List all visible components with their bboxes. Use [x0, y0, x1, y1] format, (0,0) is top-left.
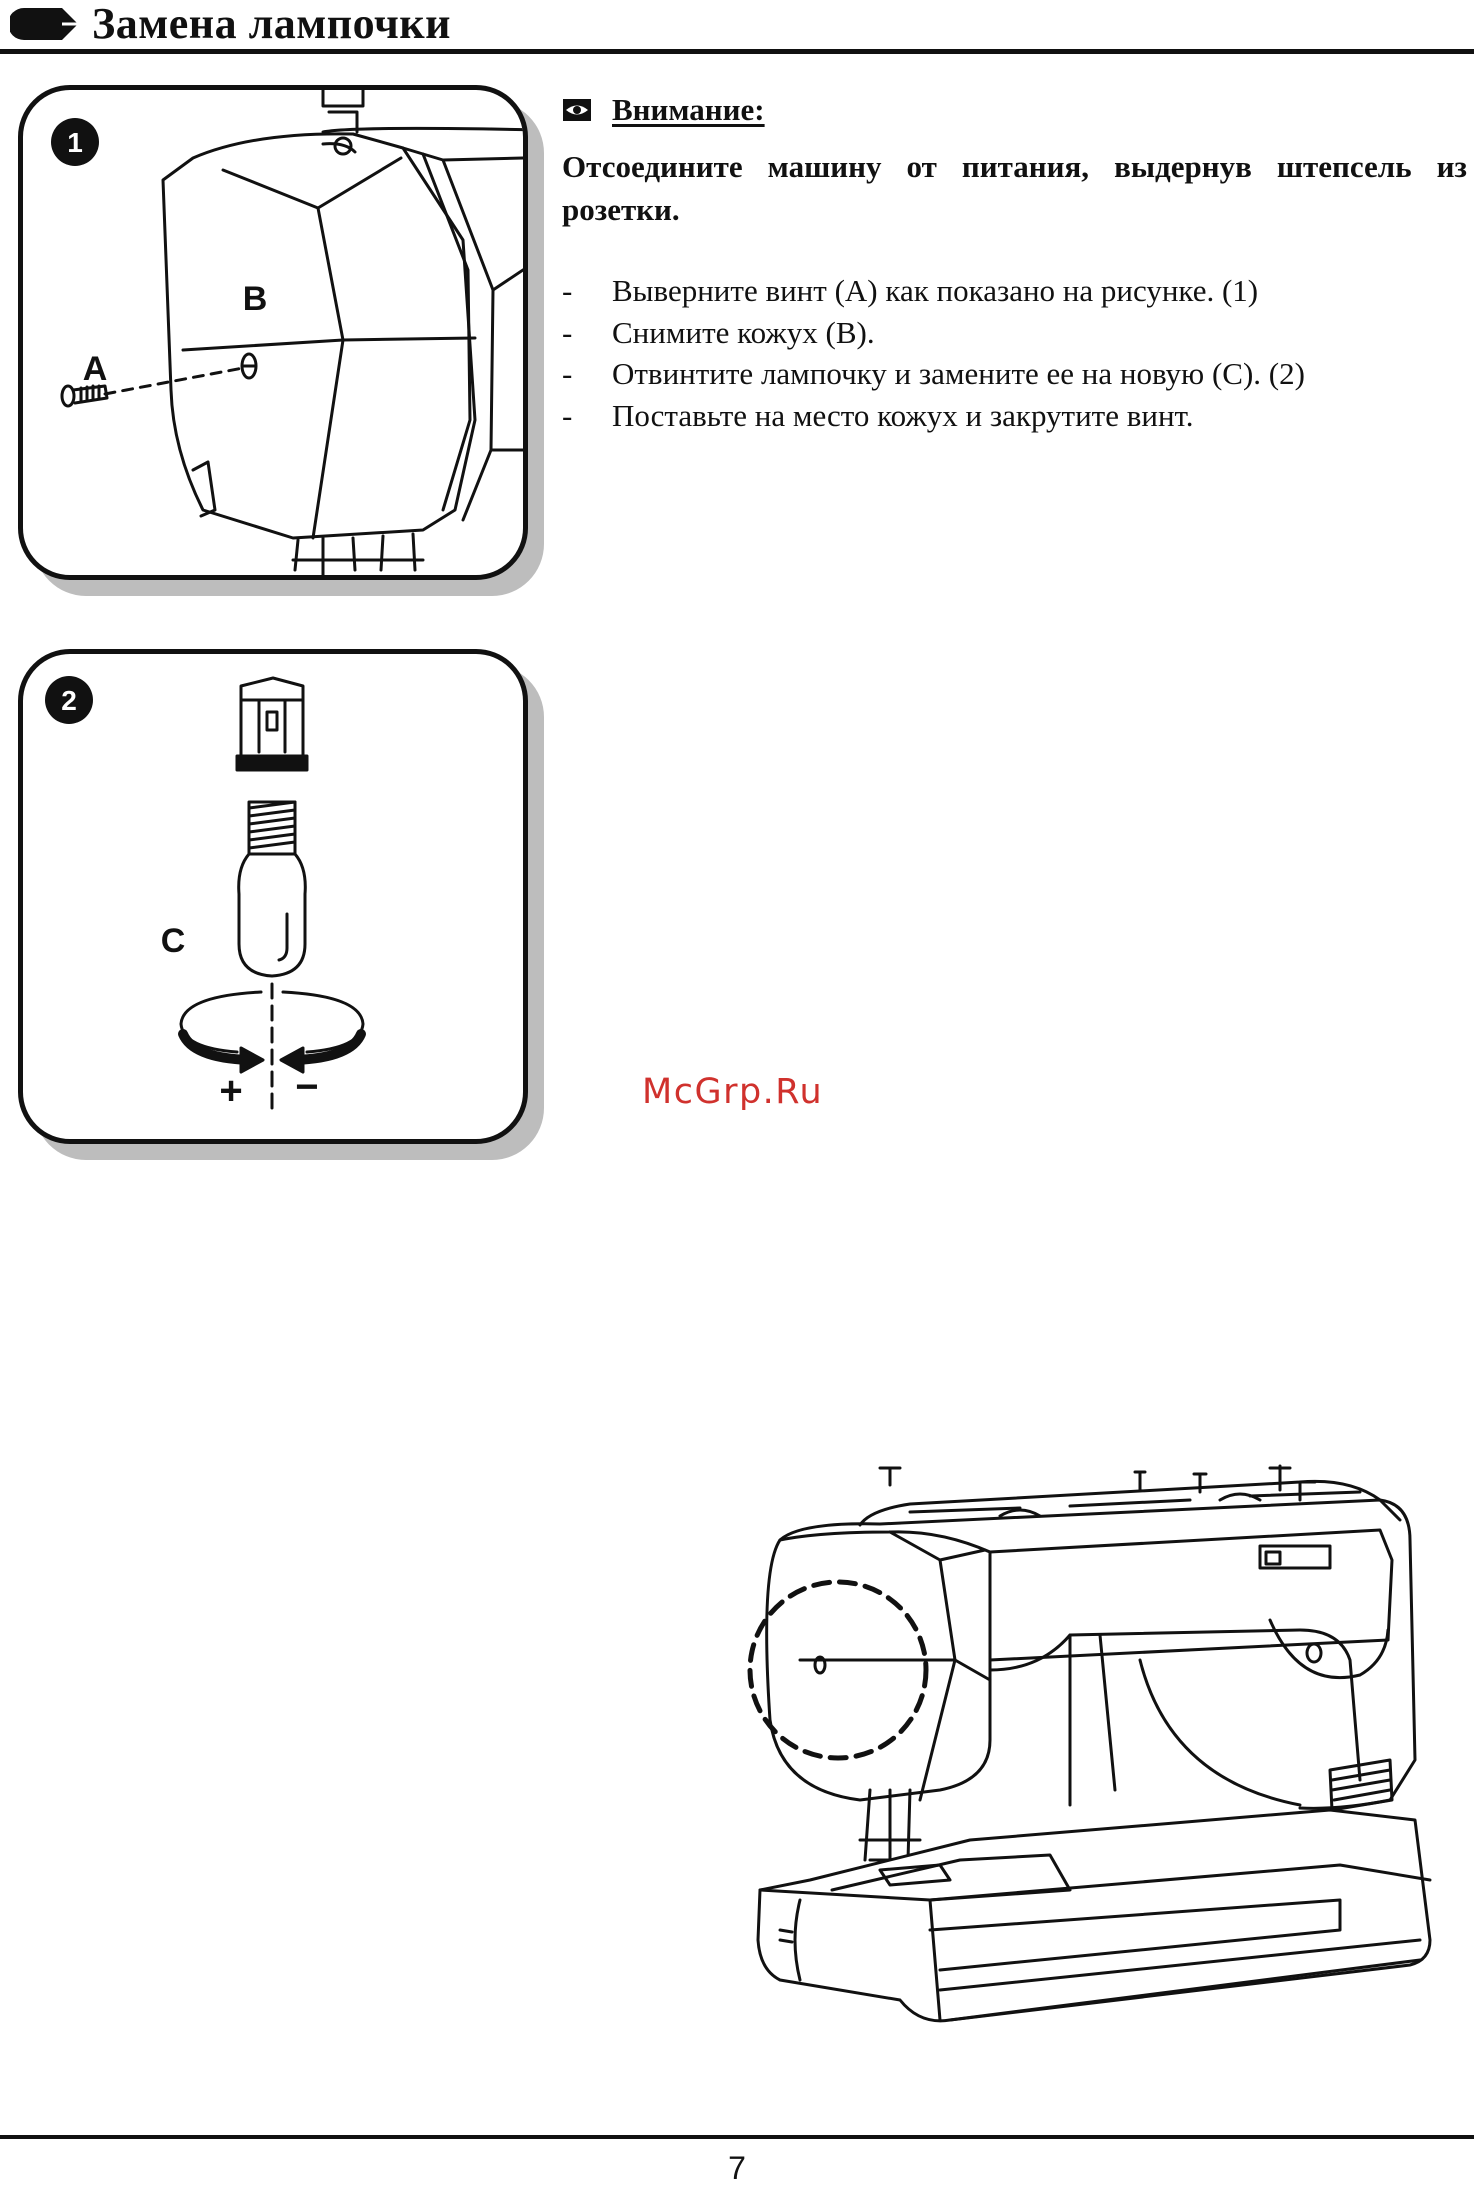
page-number: 7: [0, 2150, 1474, 2187]
footer-divider: [0, 2135, 1474, 2139]
step-item: - Поставьте на место кожух и закрутите ви…: [562, 395, 1467, 437]
step-dash: -: [562, 353, 572, 395]
step-text: Поставьте на место кожух и закрутите вин…: [612, 398, 1194, 433]
figure-1-remove-cover: 1 B A: [18, 85, 528, 580]
figure-2-replace-bulb: 2 C + −: [18, 649, 528, 1144]
sewing-machine-illustration: [740, 1460, 1440, 2080]
instruction-steps: - Выверните винт (A) как показано на рису…: [562, 270, 1467, 436]
figure-1-number: 1: [67, 127, 83, 158]
warning-text: Отсоедините машину от питания, выдернув …: [562, 145, 1467, 231]
step-item: - Выверните винт (A) как показано на рису…: [562, 270, 1467, 312]
figure-2-number: 2: [61, 685, 77, 716]
step-item: - Отвинтите лампочку и замените ее на нов…: [562, 353, 1467, 395]
label-screw-a: A: [83, 350, 108, 388]
step-item: - Снимите кожух (B).: [562, 312, 1467, 354]
step-dash: -: [562, 312, 572, 354]
sign-minus: −: [295, 1065, 318, 1109]
header-divider: [0, 49, 1474, 54]
step-dash: -: [562, 395, 572, 437]
eye-icon: [562, 98, 592, 122]
watermark: McGrp.Ru: [642, 1072, 823, 1112]
sign-plus: +: [219, 1069, 242, 1113]
attention-label: Внимание:: [612, 92, 765, 128]
attention-heading: Внимание:: [562, 90, 765, 130]
label-cover-b: B: [243, 280, 268, 318]
step-text: Снимите кожух (B).: [612, 315, 875, 350]
step-text: Отвинтите лампочку и замените ее на нову…: [612, 356, 1305, 391]
step-text: Выверните винт (A) как показано на рисун…: [612, 273, 1258, 308]
label-bulb-c: C: [161, 922, 186, 960]
section-tab-icon: [10, 6, 80, 42]
step-dash: -: [562, 270, 572, 312]
page-title: Замена лампочки: [92, 0, 451, 51]
